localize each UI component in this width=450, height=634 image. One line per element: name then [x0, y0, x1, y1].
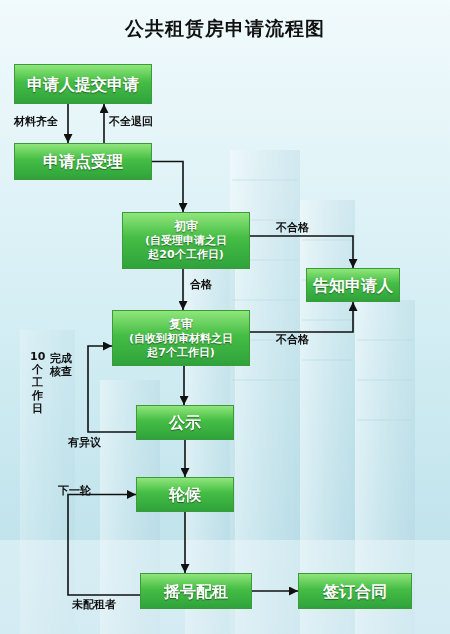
flow-arrow	[103, 104, 105, 143]
process-box: 公示	[136, 405, 234, 440]
process-box: 申请人提交申请	[14, 64, 152, 104]
flow-arrow	[183, 366, 185, 405]
box-title: 签订合同	[323, 582, 387, 601]
flow-arrow	[184, 512, 186, 573]
process-box: 初审(自受理申请之日 起20个工作日)	[122, 212, 250, 269]
flow-arrow	[252, 590, 298, 592]
edge-label: 不合格	[276, 221, 309, 234]
edge-label: 有异议	[68, 436, 101, 449]
diagram-title: 公共租赁房申请流程图	[0, 16, 450, 42]
flow-arrow	[152, 162, 183, 213]
box-title: 初审	[174, 219, 198, 234]
process-box: 复审(自收到初审材料之日 起7个工作日)	[112, 310, 250, 366]
flow-arrow	[250, 236, 353, 268]
edge-label: 不合格	[276, 333, 309, 346]
flow-arrow	[184, 440, 186, 477]
flow-arrow	[182, 269, 184, 310]
box-title: 告知申请人	[313, 276, 393, 295]
box-title: 轮候	[169, 485, 201, 504]
edge-label: 未配租者	[72, 598, 116, 611]
process-box: 申请点受理	[14, 143, 152, 180]
note-label: 下一轮	[58, 484, 91, 497]
process-box: 轮候	[136, 477, 234, 512]
box-title: 复审	[169, 317, 193, 332]
edge-label: 材料齐全	[14, 115, 58, 128]
flow-arrow	[67, 104, 69, 143]
box-note: (自收到初审材料之日 起7个工作日)	[123, 332, 239, 360]
process-box: 签订合同	[298, 573, 412, 609]
box-title: 公示	[169, 413, 201, 432]
box-title: 摇号配租	[164, 582, 228, 601]
flow-arrow	[68, 495, 140, 596]
edge-label: 不全退回	[109, 115, 153, 128]
edge-label: 合格	[190, 278, 212, 291]
box-note: (自受理申请之日 起20个工作日)	[139, 234, 233, 262]
note-label: 10个工作日	[30, 350, 44, 415]
process-box: 告知申请人	[306, 268, 400, 302]
note-label: 完成核查	[48, 352, 74, 378]
flow-arrow	[250, 302, 353, 332]
box-title: 申请点受理	[43, 152, 123, 171]
process-box: 摇号配租	[140, 573, 252, 609]
box-title: 申请人提交申请	[27, 75, 139, 94]
